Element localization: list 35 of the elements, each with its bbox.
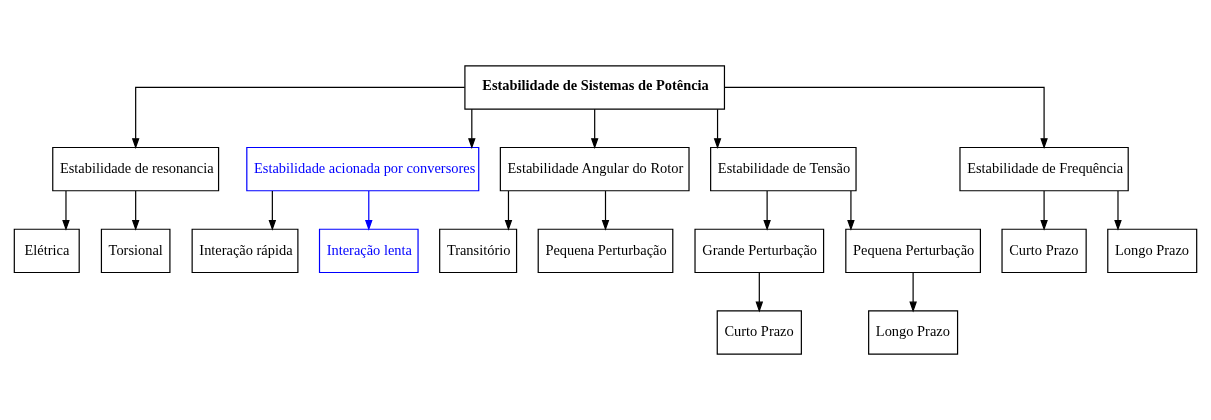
arrow bbox=[131, 190, 140, 231]
node-box: Elétrica bbox=[13, 228, 80, 274]
arrow bbox=[713, 108, 722, 149]
node-box: Transitório bbox=[439, 228, 518, 274]
node-box: Estabilidade de Sistemas de Potência bbox=[464, 65, 726, 110]
node-box: Grande Perturbação bbox=[694, 228, 825, 274]
node-box: Estabilidade acionada por conversores bbox=[246, 146, 480, 192]
arrow bbox=[755, 272, 764, 313]
arrow bbox=[365, 190, 373, 231]
node-box: Curto Prazo bbox=[1001, 228, 1087, 274]
arrow bbox=[62, 190, 70, 231]
node-box: Estabilidade de Frequência bbox=[959, 146, 1129, 192]
node-box: Longo Prazo bbox=[1107, 228, 1198, 274]
arrow bbox=[909, 272, 917, 313]
node-box: Interação lenta bbox=[318, 228, 419, 274]
node-box: Torsional bbox=[100, 228, 171, 274]
node-box: Pequena Perturbação bbox=[537, 228, 674, 274]
arrow bbox=[1114, 190, 1122, 231]
node-box: Estabilidade Angular do Rotor bbox=[499, 146, 690, 192]
arrow bbox=[601, 190, 610, 231]
arrow bbox=[724, 86, 1048, 150]
arrow bbox=[1040, 190, 1048, 231]
node-box: Estabilidade de resonancia bbox=[52, 146, 220, 192]
arrow bbox=[131, 86, 466, 150]
node-box: Interação rápida bbox=[191, 228, 299, 274]
node-box: Longo Prazo bbox=[868, 310, 959, 355]
arrow bbox=[763, 190, 771, 231]
arrow bbox=[847, 190, 855, 231]
arrow bbox=[504, 190, 513, 231]
arrow bbox=[468, 108, 476, 149]
node-box: Pequena Perturbação bbox=[845, 228, 981, 274]
arrow bbox=[590, 108, 599, 149]
node-box: Curto Prazo bbox=[716, 310, 802, 355]
node-box: Estabilidade de Tensão bbox=[710, 146, 857, 192]
arrow bbox=[268, 190, 277, 231]
